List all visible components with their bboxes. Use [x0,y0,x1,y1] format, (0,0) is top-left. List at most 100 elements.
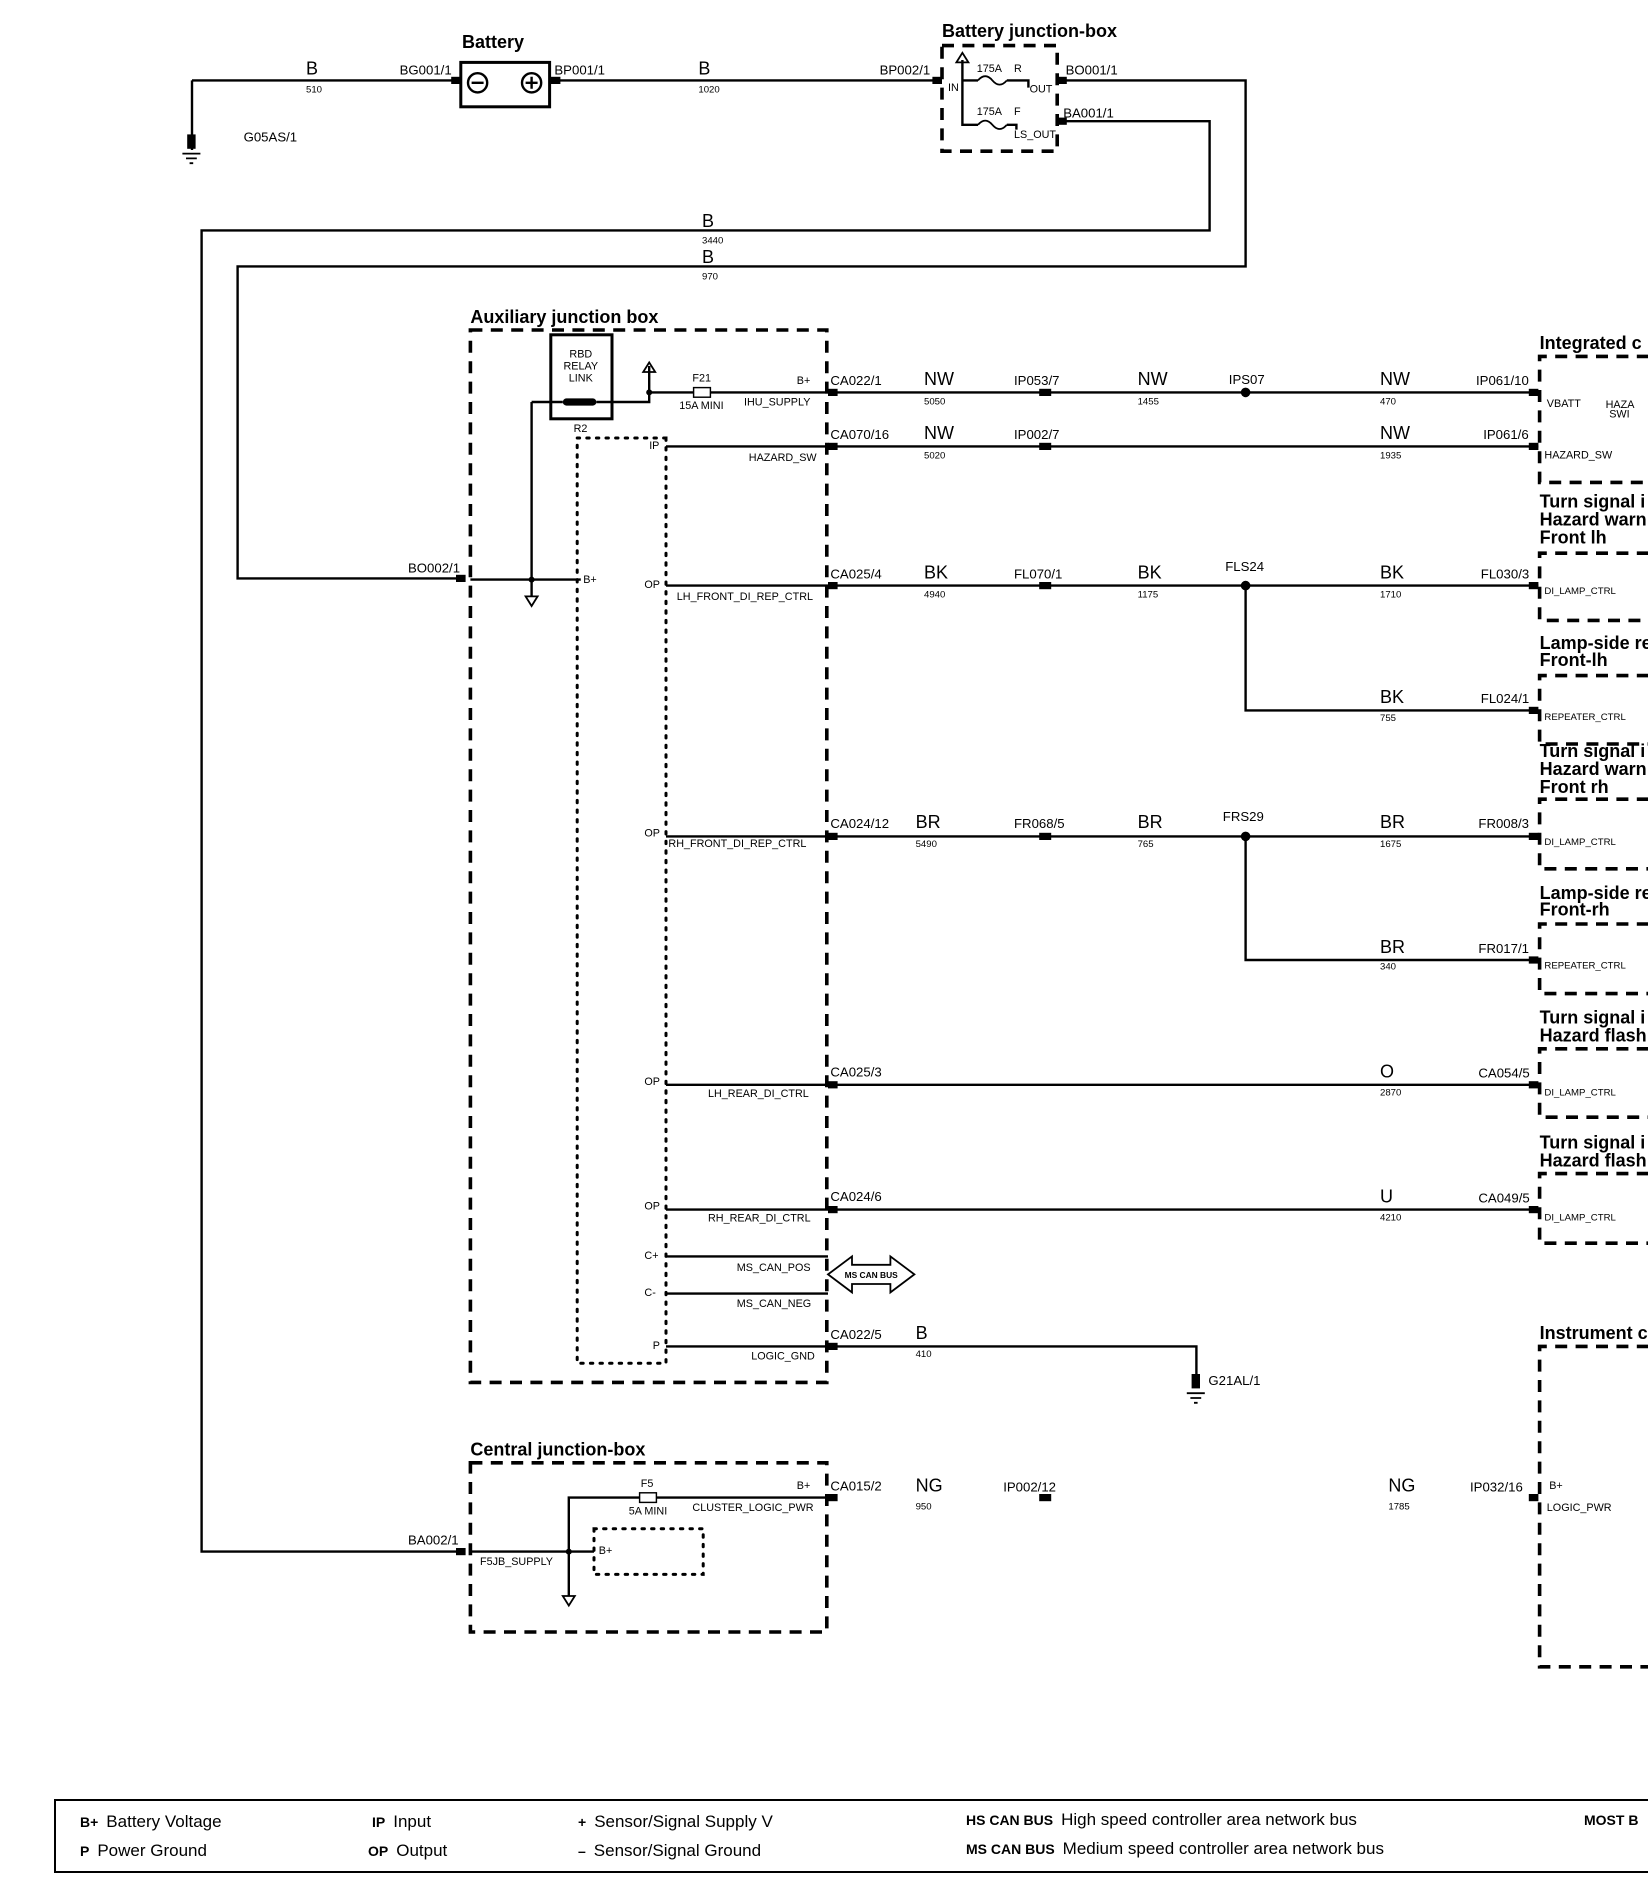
wire-number: 510 [306,84,322,95]
aux-pin-bplus-top: B+ [797,375,811,387]
conn-ca024-12: CA024/12 [830,816,889,831]
ts-front-rh-line2: Hazard warn [1540,759,1647,779]
wire-color: BK [1138,562,1162,582]
pin-di-lamp: DI_LAMP_CTRL [1544,586,1616,597]
conn-fr017: FR017/1 [1478,941,1529,956]
central-fuse-rating: 5A MINI [629,1505,667,1517]
wire-color: BK [1380,687,1404,707]
ts-front-rh-line3: Front rh [1540,777,1609,797]
battery-jb-title: Battery junction-box [942,21,1117,41]
sig-can-neg: MS_CAN_NEG [737,1298,811,1310]
ts-rear-rh-line1: Turn signal i [1540,1132,1646,1152]
battery-title: Battery [462,32,524,52]
instrument-title: Instrument c [1540,1323,1648,1343]
wire-color: B [702,211,714,231]
conn-fl024: FL024/1 [1481,691,1529,706]
wire-color: NW [1138,369,1168,389]
bjb-in: IN [948,82,959,94]
wire-color: NW [1380,423,1410,443]
sig-cluster-logic: CLUSTER_LOGIC_PWR [692,1502,813,1514]
wire-number: 765 [1138,839,1154,850]
pin-hazard-sw: HAZARD_SW [1544,449,1613,461]
sig-rh-front: RH_FRONT_DI_REP_CTRL [668,838,806,850]
wire-number: 2870 [1380,1088,1401,1099]
wire-number: 5050 [924,396,945,407]
ts-front-lh-line3: Front lh [1540,528,1607,548]
lamp-front-lh-line2: Front-lh [1540,650,1608,670]
ts-rear-lh-line1: Turn signal i [1540,1008,1646,1028]
ground-icon [182,134,201,165]
aux-fuse-rating: 15A MINI [679,400,723,412]
wire-color: U [1380,1186,1393,1206]
conn-ca070: CA070/16 [830,427,889,442]
output-wires [828,387,1539,1502]
battery-circuit: Battery G05AS/1 B 510 BG001/1 BP001/1 B … [182,32,1247,1553]
conn-ba001: BA001/1 [1063,106,1114,121]
wire-number: 4940 [924,590,945,601]
can-bus-arrow [826,1254,916,1295]
conn-bp001: BP001/1 [554,62,605,77]
sig-logic-gnd: LOGIC_GND [751,1351,815,1363]
conn-ba002: BA002/1 [408,1532,459,1547]
legend-plus: +Sensor/Signal Supply V [578,1812,773,1831]
central-fuse-id: F5 [641,1478,654,1490]
conn-ip032: IP032/16 [1470,1480,1523,1495]
wire-color: BR [1138,812,1163,832]
wire-number: 470 [1380,396,1396,407]
sig-f5jb-supply: F5JB_SUPPLY [480,1556,553,1568]
conn-g05as: G05AS/1 [244,130,298,145]
pin-swi: SWI [1609,409,1629,421]
wire-number: 1455 [1138,396,1159,407]
wire-number: 1710 [1380,590,1401,601]
conn-ca025-3: CA025/3 [830,1064,881,1079]
wire-color: B [702,247,714,267]
conn-ca022-1: CA022/1 [830,373,881,388]
conn-ca049: CA049/5 [1478,1190,1529,1205]
pin-di-lamp: DI_LAMP_CTRL [1544,837,1616,848]
splice-frs29: FRS29 [1223,809,1264,824]
wire-color: BR [1380,812,1405,832]
wire-number: 1675 [1380,839,1401,850]
wire-color: BR [916,812,941,832]
wire-number: 340 [1380,962,1396,973]
ts-front-lh-line1: Turn signal i [1540,492,1646,512]
wire-color: BK [924,562,948,582]
can-bus-label: MS CAN BUS [845,1270,899,1280]
lamp-front-lh-line1: Lamp-side re [1540,633,1648,653]
ts-rear-rh-line2: Hazard flash [1540,1150,1647,1170]
aux-pin-cplus: C+ [644,1250,658,1262]
sig-can-pos: MS_CAN_POS [737,1262,811,1274]
conn-fl030: FL030/3 [1481,566,1529,581]
conn-fr068: FR068/5 [1014,816,1065,831]
wire-number: 4210 [1380,1212,1401,1223]
conn-bp002: BP002/1 [880,62,931,77]
bjb-ls-out: LS_OUT [1014,129,1056,141]
aux-fuse-id: F21 [692,373,711,385]
pin-di-lamp: DI_LAMP_CTRL [1544,1212,1616,1223]
legend-bplus: B+Battery Voltage [80,1812,222,1831]
bjb-fuse-r-id: R [1014,63,1022,75]
pin-repeater: REPEATER_CTRL [1544,960,1626,971]
wire-color: BK [1380,562,1404,582]
conn-ip002-12: IP002/12 [1003,1480,1056,1495]
wire-color: B [916,1323,928,1343]
wire-number: 5020 [924,450,945,461]
conn-ca015: CA015/2 [830,1478,881,1493]
splice-fls24: FLS24 [1225,559,1264,574]
bjb-out: OUT [1030,83,1053,95]
wire-number: 410 [916,1349,932,1360]
conn-ca054: CA054/5 [1478,1066,1529,1081]
conn-ip053: IP053/7 [1014,373,1059,388]
central-pin-bplus: B+ [797,1480,811,1492]
wire-color: NW [1380,369,1410,389]
conn-bo002: BO002/1 [408,560,460,575]
relay-line-2: RELAY [563,361,598,373]
sig-lh-front: LH_FRONT_DI_REP_CTRL [677,591,813,603]
conn-ip061-6: IP061/6 [1483,427,1528,442]
